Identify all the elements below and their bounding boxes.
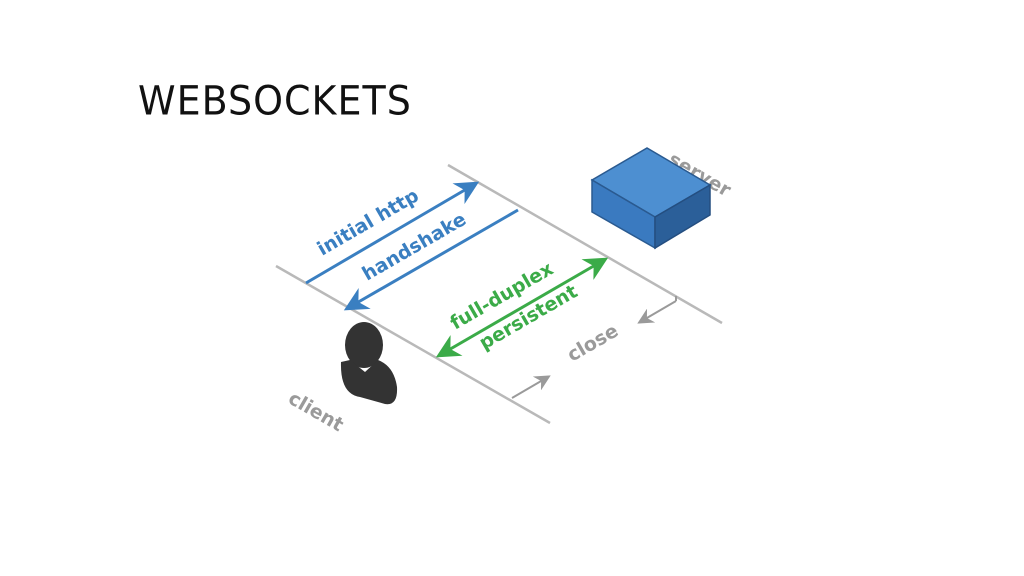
client-lifeline [275,264,551,425]
full-duplex-arrow [435,257,609,358]
close-arrow-client [511,375,551,399]
client-label: client [285,387,348,436]
close-label: close [564,320,623,367]
initial-http-arrow [305,181,480,285]
page-title: WEBSOCKETS [138,77,412,125]
server-cube-icon [590,147,712,250]
handshake-arrow [343,208,519,311]
close-arrow-server [637,300,677,324]
client-person-icon [340,322,398,405]
